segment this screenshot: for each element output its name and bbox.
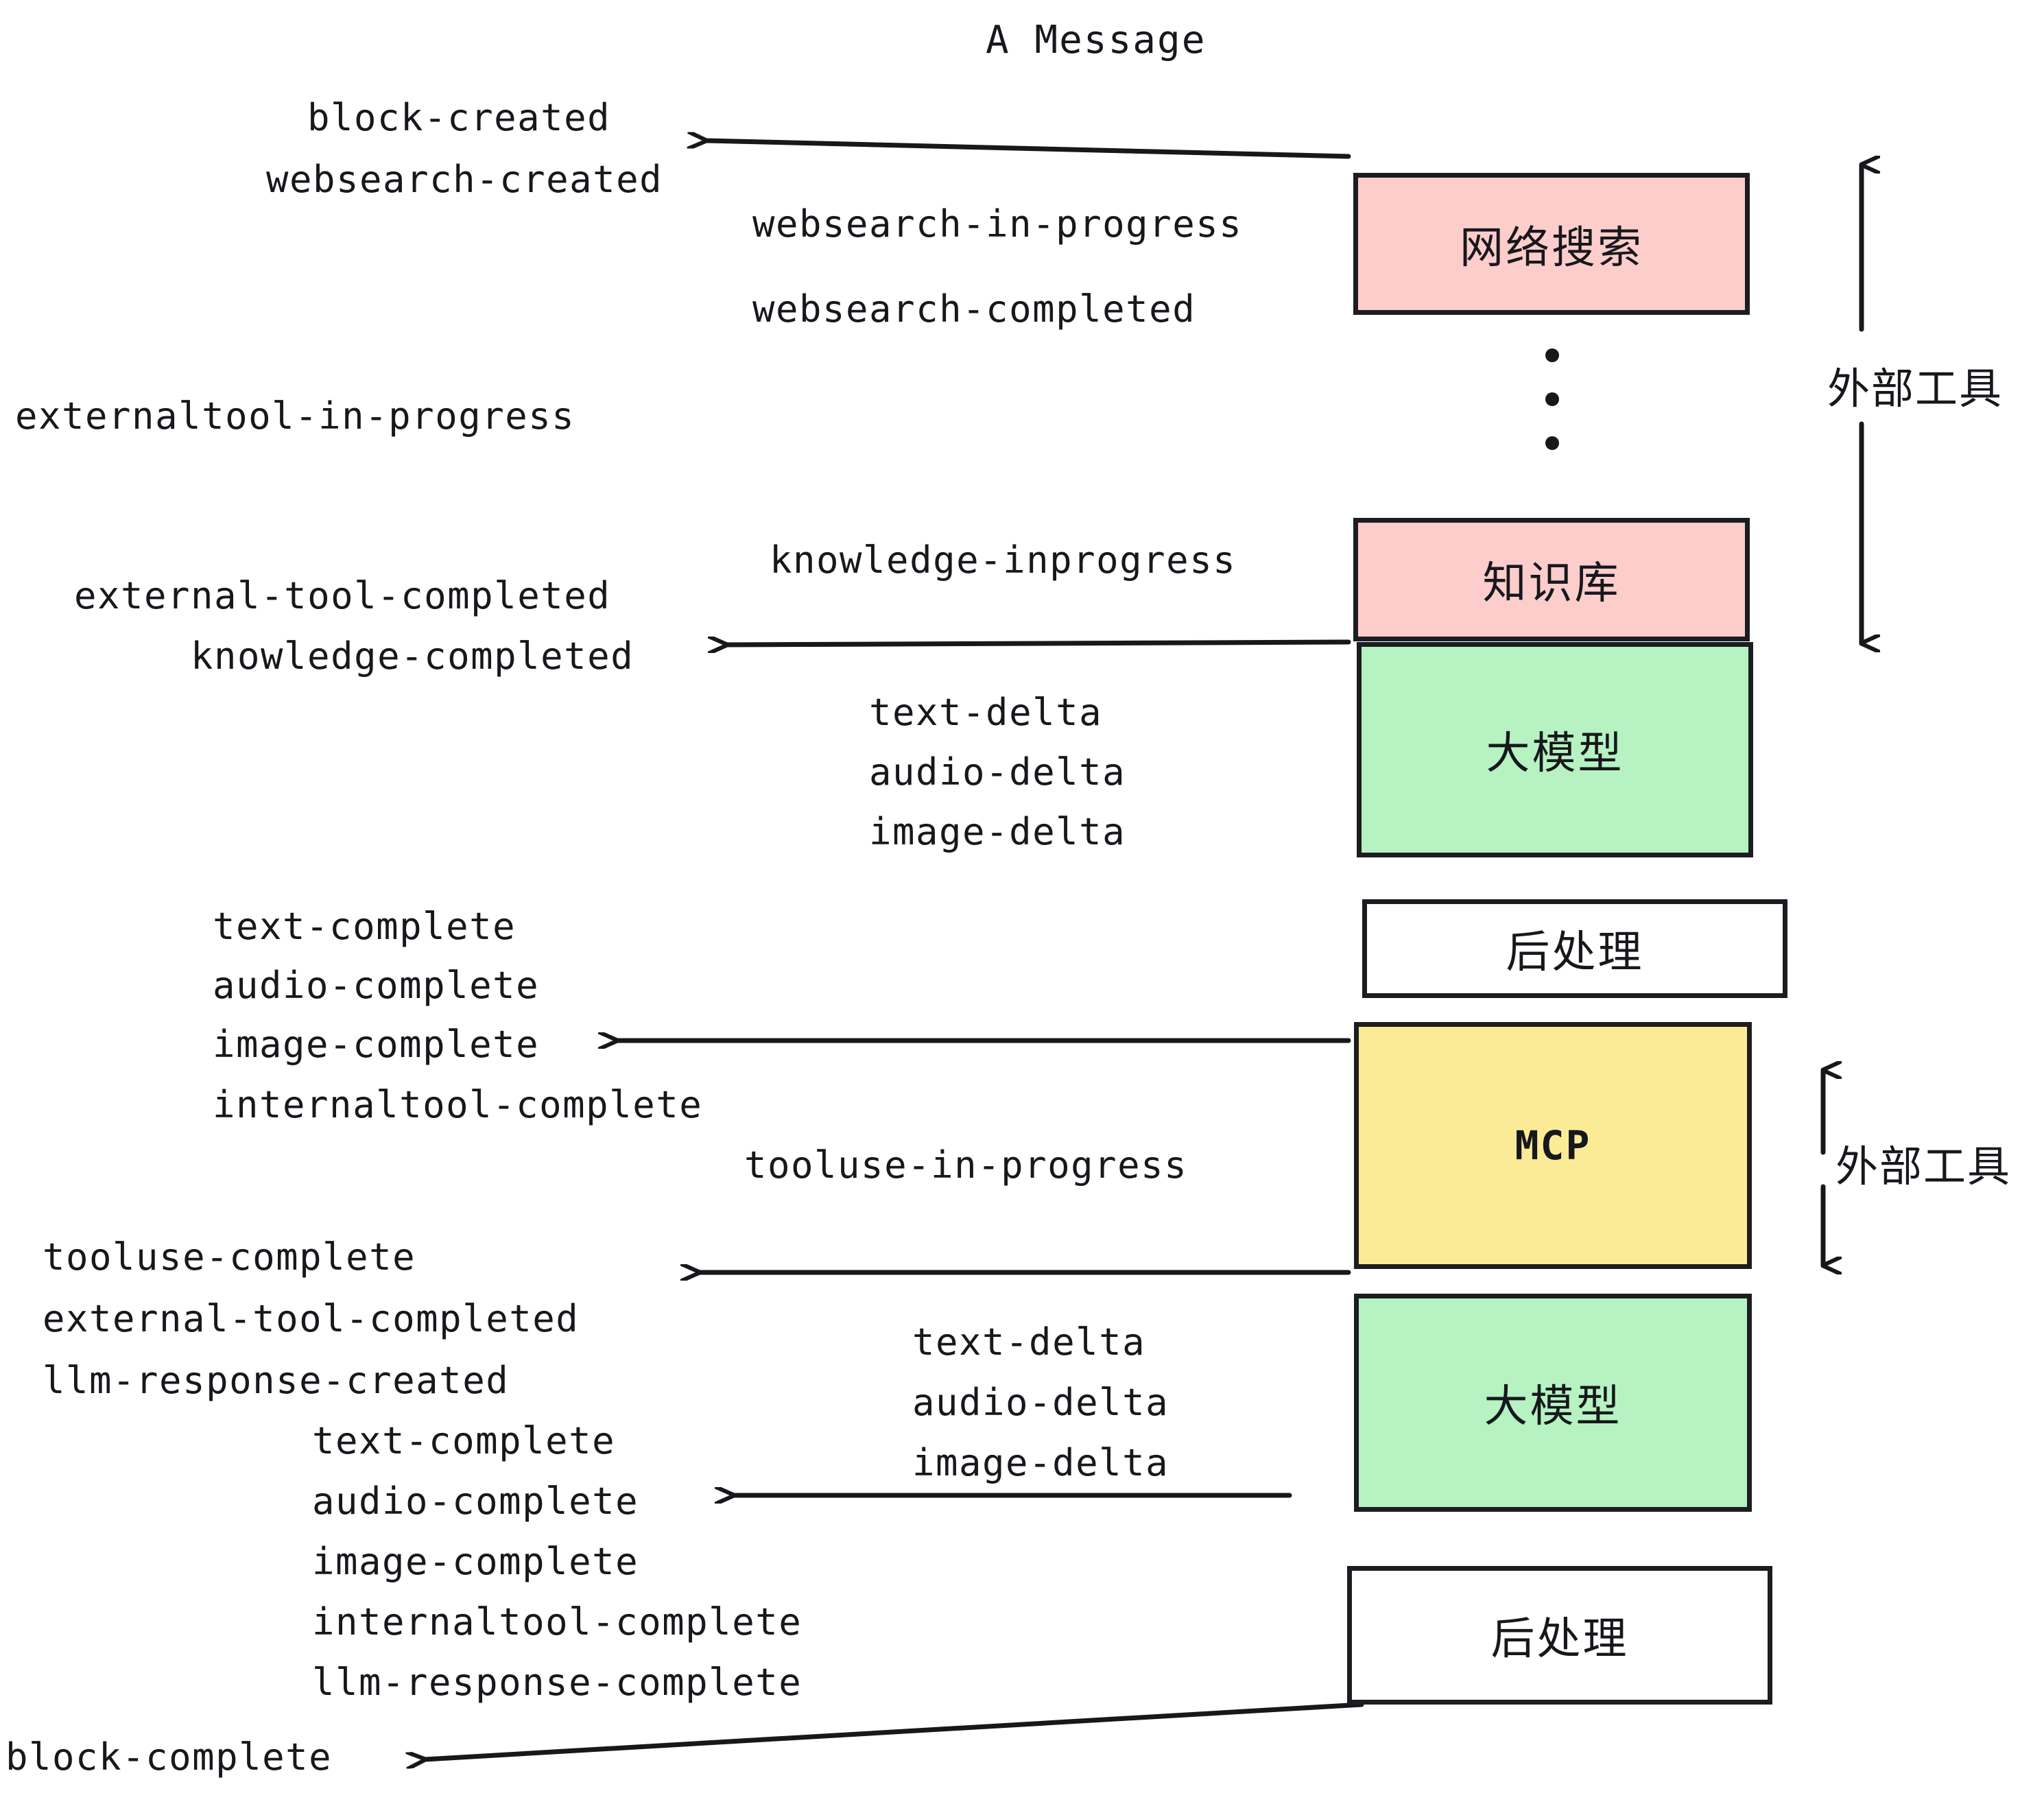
event-image-delta-2: image-delta [912, 1441, 1169, 1484]
ellipsis-dot [1545, 436, 1559, 450]
event-image-delta-1: image-delta [869, 810, 1126, 853]
event-text-delta-2: text-delta [912, 1320, 1146, 1364]
node-mcp-label: MCP [1514, 1122, 1591, 1169]
event-image-complete-2: image-complete [312, 1540, 639, 1583]
event-knowledge-completed: knowledge-completed [191, 634, 634, 678]
event-internaltool-complete-1: internaltool-complete [213, 1083, 703, 1126]
event-block-complete: block-complete [5, 1735, 333, 1779]
event-audio-complete-2: audio-complete [312, 1480, 639, 1523]
event-text-complete-2: text-complete [312, 1419, 616, 1462]
event-internaltool-complete-2: internaltool-complete [312, 1600, 803, 1643]
event-audio-complete-1: audio-complete [213, 964, 540, 1007]
event-externaltool-in-progress: externaltool-in-progress [15, 394, 575, 438]
event-block-created: block-created [307, 96, 611, 139]
event-tooluse-complete: tooluse-complete [43, 1235, 416, 1279]
node-websearch[interactable]: 网络搜索 [1353, 173, 1750, 315]
node-postprocess-2-label: 后处理 [1490, 1614, 1629, 1665]
event-llm-response-complete: llm-response-complete [312, 1661, 803, 1704]
event-external-tool-completed-2: external-tool-completed [43, 1297, 580, 1340]
node-llm-1[interactable]: 大模型 [1357, 642, 1753, 857]
event-websearch-created: websearch-created [266, 158, 663, 201]
event-audio-delta-2: audio-delta [912, 1381, 1169, 1424]
side-label-external-tools-top: 外部工具 [1827, 364, 2004, 414]
node-llm-2-label: 大模型 [1484, 1381, 1622, 1432]
event-websearch-completed: websearch-completed [752, 287, 1196, 331]
event-image-complete-1: image-complete [213, 1023, 540, 1066]
event-audio-delta-1: audio-delta [869, 750, 1126, 794]
vertical-ellipsis [1545, 348, 1559, 450]
node-postprocess-1[interactable]: 后处理 [1362, 899, 1787, 998]
event-external-tool-completed-1: external-tool-completed [74, 574, 611, 617]
event-knowledge-inprogress: knowledge-inprogress [770, 538, 1237, 582]
node-websearch-label: 网络搜索 [1460, 222, 1643, 274]
event-llm-response-created: llm-response-created [43, 1359, 510, 1402]
arrow-websearch-to-block-created [706, 141, 1351, 159]
arrow-knowledge-to-knowledge-completed [727, 642, 1351, 645]
event-tooluse-in-progress: tooluse-in-progress [744, 1143, 1188, 1187]
node-postprocess-1-label: 后处理 [1506, 927, 1644, 978]
event-text-complete-1: text-complete [213, 905, 516, 948]
node-knowledge-label: 知识库 [1482, 558, 1621, 609]
event-text-delta-1: text-delta [869, 691, 1103, 734]
arrow-postprocess2-to-block-complete [425, 1702, 1364, 1759]
ellipsis-dot [1545, 392, 1559, 406]
page-title: A Message [986, 18, 1207, 62]
event-websearch-in-progress: websearch-in-progress [752, 202, 1243, 246]
node-llm-2[interactable]: 大模型 [1354, 1294, 1752, 1512]
node-knowledge[interactable]: 知识库 [1353, 518, 1750, 641]
node-postprocess-2[interactable]: 后处理 [1347, 1566, 1772, 1705]
side-label-external-tools-bottom: 外部工具 [1835, 1141, 2012, 1191]
ellipsis-dot [1545, 348, 1559, 362]
node-mcp[interactable]: MCP [1354, 1022, 1752, 1269]
node-llm-1-label: 大模型 [1486, 728, 1624, 779]
